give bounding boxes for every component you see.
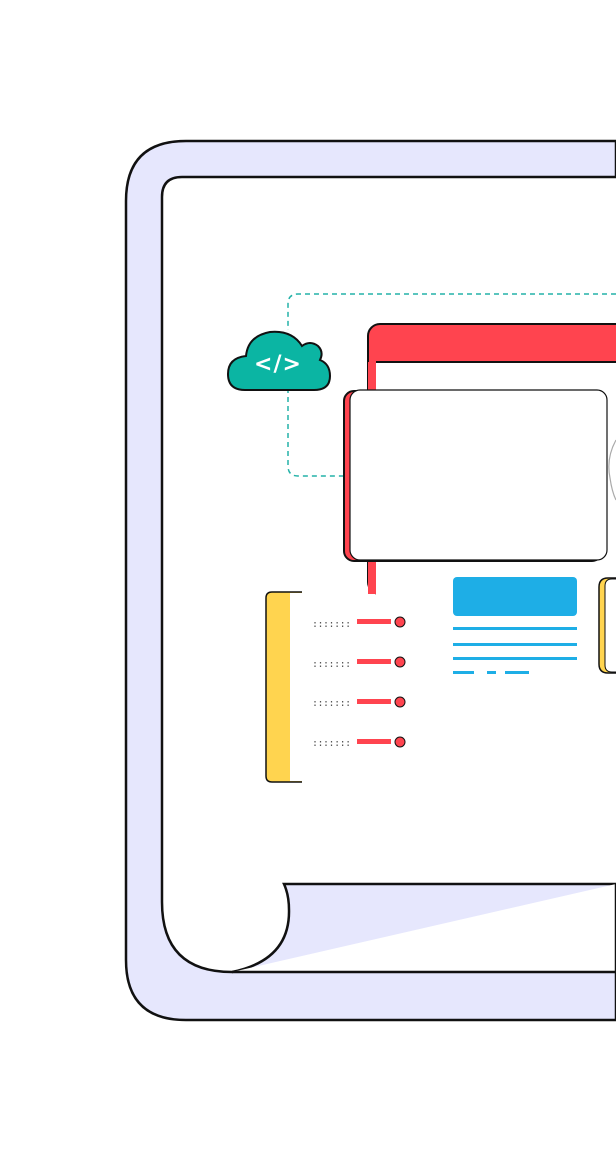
dashed-connector (287, 293, 616, 330)
dashed-connector-lower (287, 388, 345, 477)
svg-text::::::::: ::::::: (312, 738, 351, 749)
round-element-partial (608, 439, 616, 501)
text-line (505, 671, 529, 674)
yellow-panel-inner (290, 593, 302, 781)
svg-text::::::::: ::::::: (312, 698, 351, 709)
scroll-strip (232, 884, 616, 974)
text-line (487, 671, 496, 674)
yellow-card-partial-inner (604, 578, 616, 673)
text-line (453, 627, 577, 630)
svg-text::::::::: ::::::: (312, 659, 351, 670)
svg-text::::::::: ::::::: (312, 619, 351, 630)
code-icon: </> (254, 352, 302, 377)
text-line (453, 671, 474, 674)
list-item: ::::::: (312, 616, 406, 630)
front-card (349, 389, 608, 561)
list-item: ::::::: (312, 696, 406, 709)
text-line (453, 643, 577, 646)
blue-content-header (453, 577, 577, 616)
text-line (453, 657, 577, 660)
list-item: ::::::: (312, 736, 406, 749)
list-item: ::::::: (312, 656, 406, 670)
cloud-icon (226, 330, 332, 391)
